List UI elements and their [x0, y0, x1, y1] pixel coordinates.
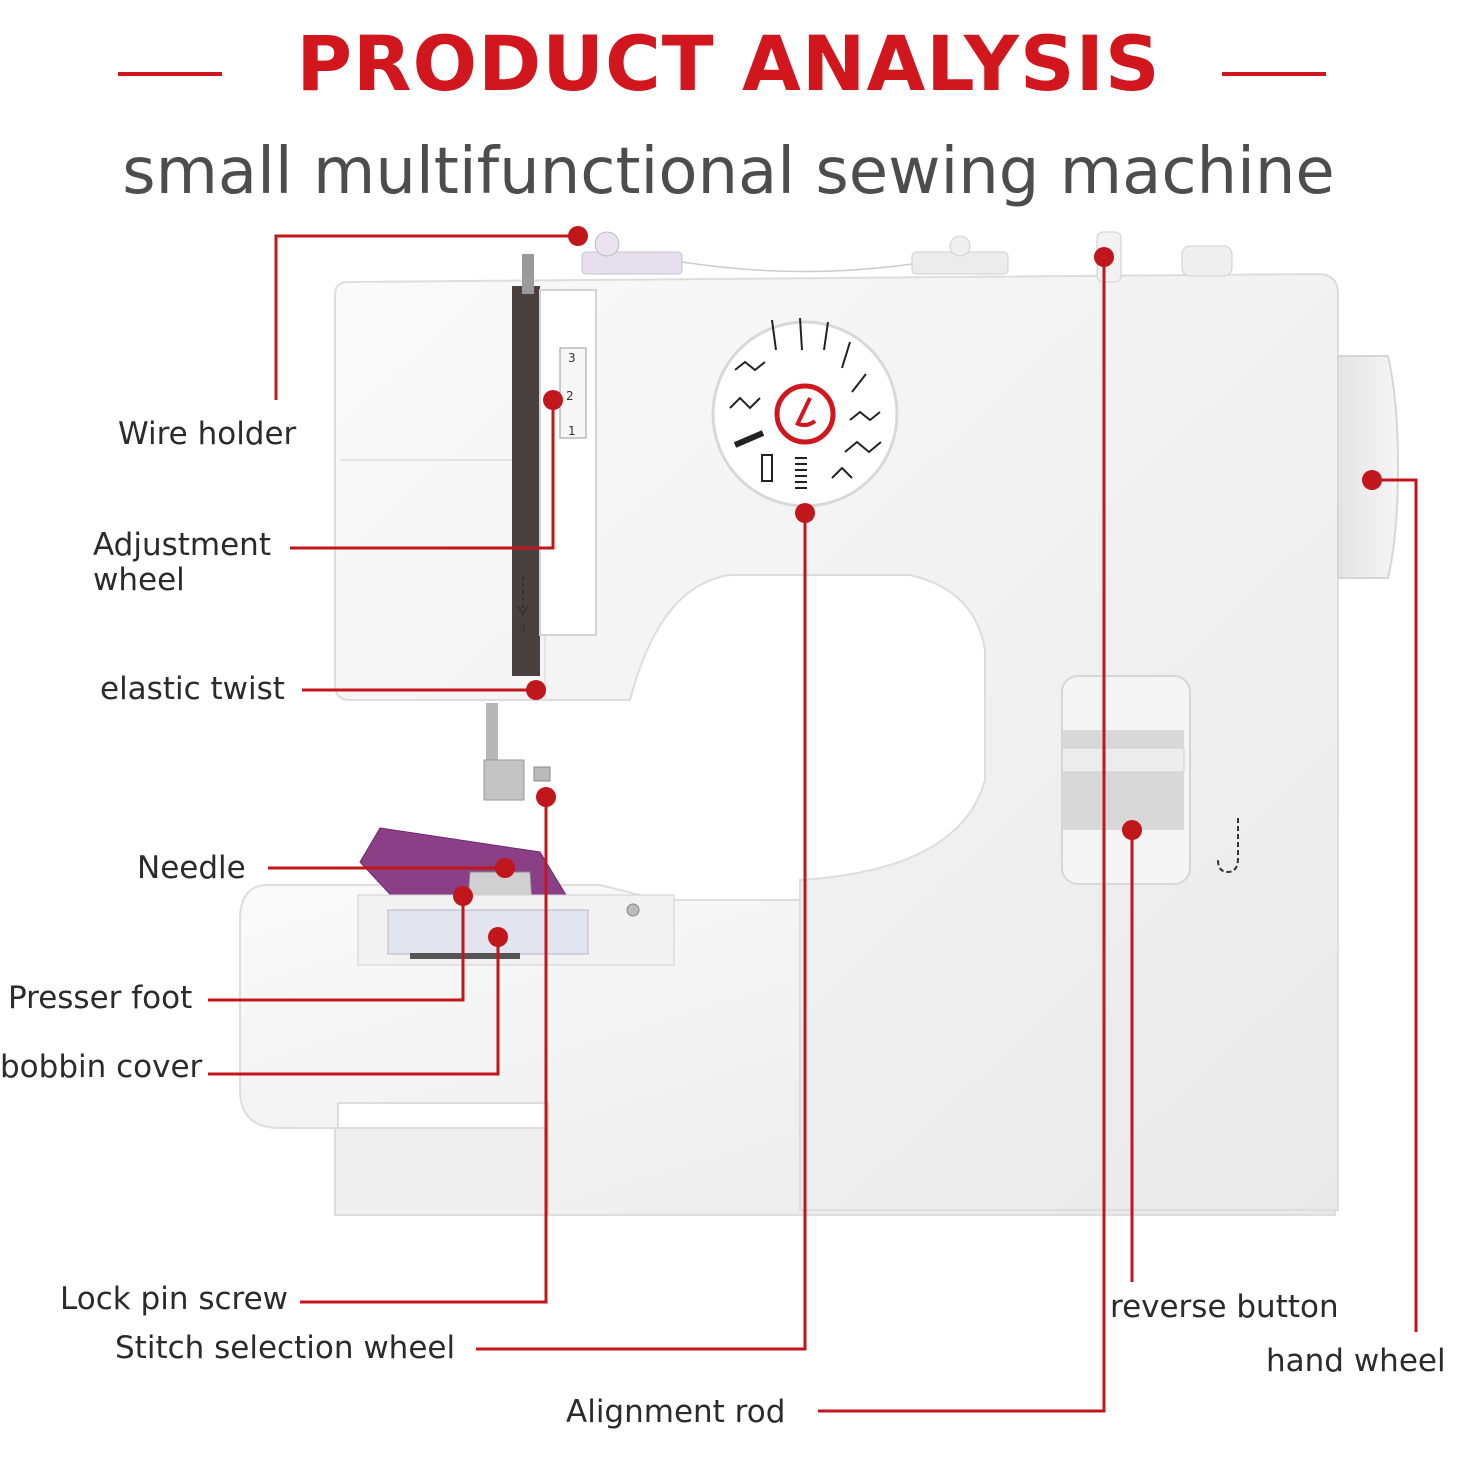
- adjustment-wheel-dot: [543, 390, 563, 410]
- label-elastic-twist: elastic twist: [100, 671, 285, 707]
- header: PRODUCT ANALYSIS small multifunctional s…: [0, 18, 1457, 209]
- label-reverse-button: reverse button: [1110, 1289, 1339, 1325]
- thread-column: 3 2 1 4: [512, 254, 597, 676]
- stitch-selection-leader: [476, 513, 807, 1351]
- label-presser-foot: Presser foot: [8, 980, 193, 1016]
- wire-holder-dot: [568, 226, 588, 246]
- lock-pin-screw-leader: [300, 797, 548, 1304]
- adjustment-wheel-leader: [290, 400, 555, 550]
- presser-foot-dot: [453, 886, 473, 906]
- top-spool-pins: [581, 231, 1233, 283]
- dial-mark-3: 3: [568, 351, 576, 365]
- page-subtitle: small multifunctional sewing machine: [122, 135, 1335, 209]
- label-hand-wheel: hand wheel: [1266, 1343, 1446, 1379]
- lock-pin-screw-dot: [536, 787, 556, 807]
- needle-assembly: [357, 703, 675, 966]
- wire-holder-leader: [274, 234, 578, 400]
- label-stitch-selection-wheel: Stitch selection wheel: [115, 1330, 456, 1366]
- label-lock-pin-screw: Lock pin screw: [60, 1281, 289, 1317]
- alignment-rod-leader: [818, 257, 1106, 1413]
- alignment-rod-dot: [1094, 247, 1114, 267]
- title-row: PRODUCT ANALYSIS: [0, 18, 1457, 110]
- hand-wheel-leader: [1372, 478, 1418, 1332]
- label-needle: Needle: [137, 850, 246, 886]
- callout-lines: [208, 234, 1418, 1413]
- elastic-twist-dot: [526, 680, 546, 700]
- hand-wheel-shape: [1337, 355, 1400, 579]
- callout-dots: [453, 226, 1382, 947]
- dial-mark-2: 2: [566, 389, 574, 403]
- hand-wheel-dot: [1362, 470, 1382, 490]
- bobbin-cover-dot: [488, 927, 508, 947]
- label-adjustment-wheel-line2: wheel: [93, 562, 185, 598]
- title-right-dash: [1222, 72, 1326, 76]
- reverse-button-dot: [1122, 820, 1142, 840]
- page-title: PRODUCT ANALYSIS: [296, 19, 1161, 108]
- stitch-selection-dot: [795, 503, 815, 523]
- title-left-dash: [118, 72, 222, 76]
- label-wire-holder: Wire holder: [118, 416, 297, 452]
- bobbin-cover-leader: [208, 937, 500, 1076]
- reverse-lever: [1061, 675, 1239, 885]
- needle-marker: 4: [519, 622, 527, 636]
- label-bobbin-cover: bobbin cover: [0, 1049, 203, 1085]
- label-alignment-rod: Alignment rod: [566, 1394, 786, 1430]
- presser-foot-leader: [208, 896, 465, 1002]
- needle-dot: [495, 858, 515, 878]
- dial-mark-1: 1: [568, 424, 576, 438]
- label-adjustment-wheel-line1: Adjustment: [93, 527, 271, 563]
